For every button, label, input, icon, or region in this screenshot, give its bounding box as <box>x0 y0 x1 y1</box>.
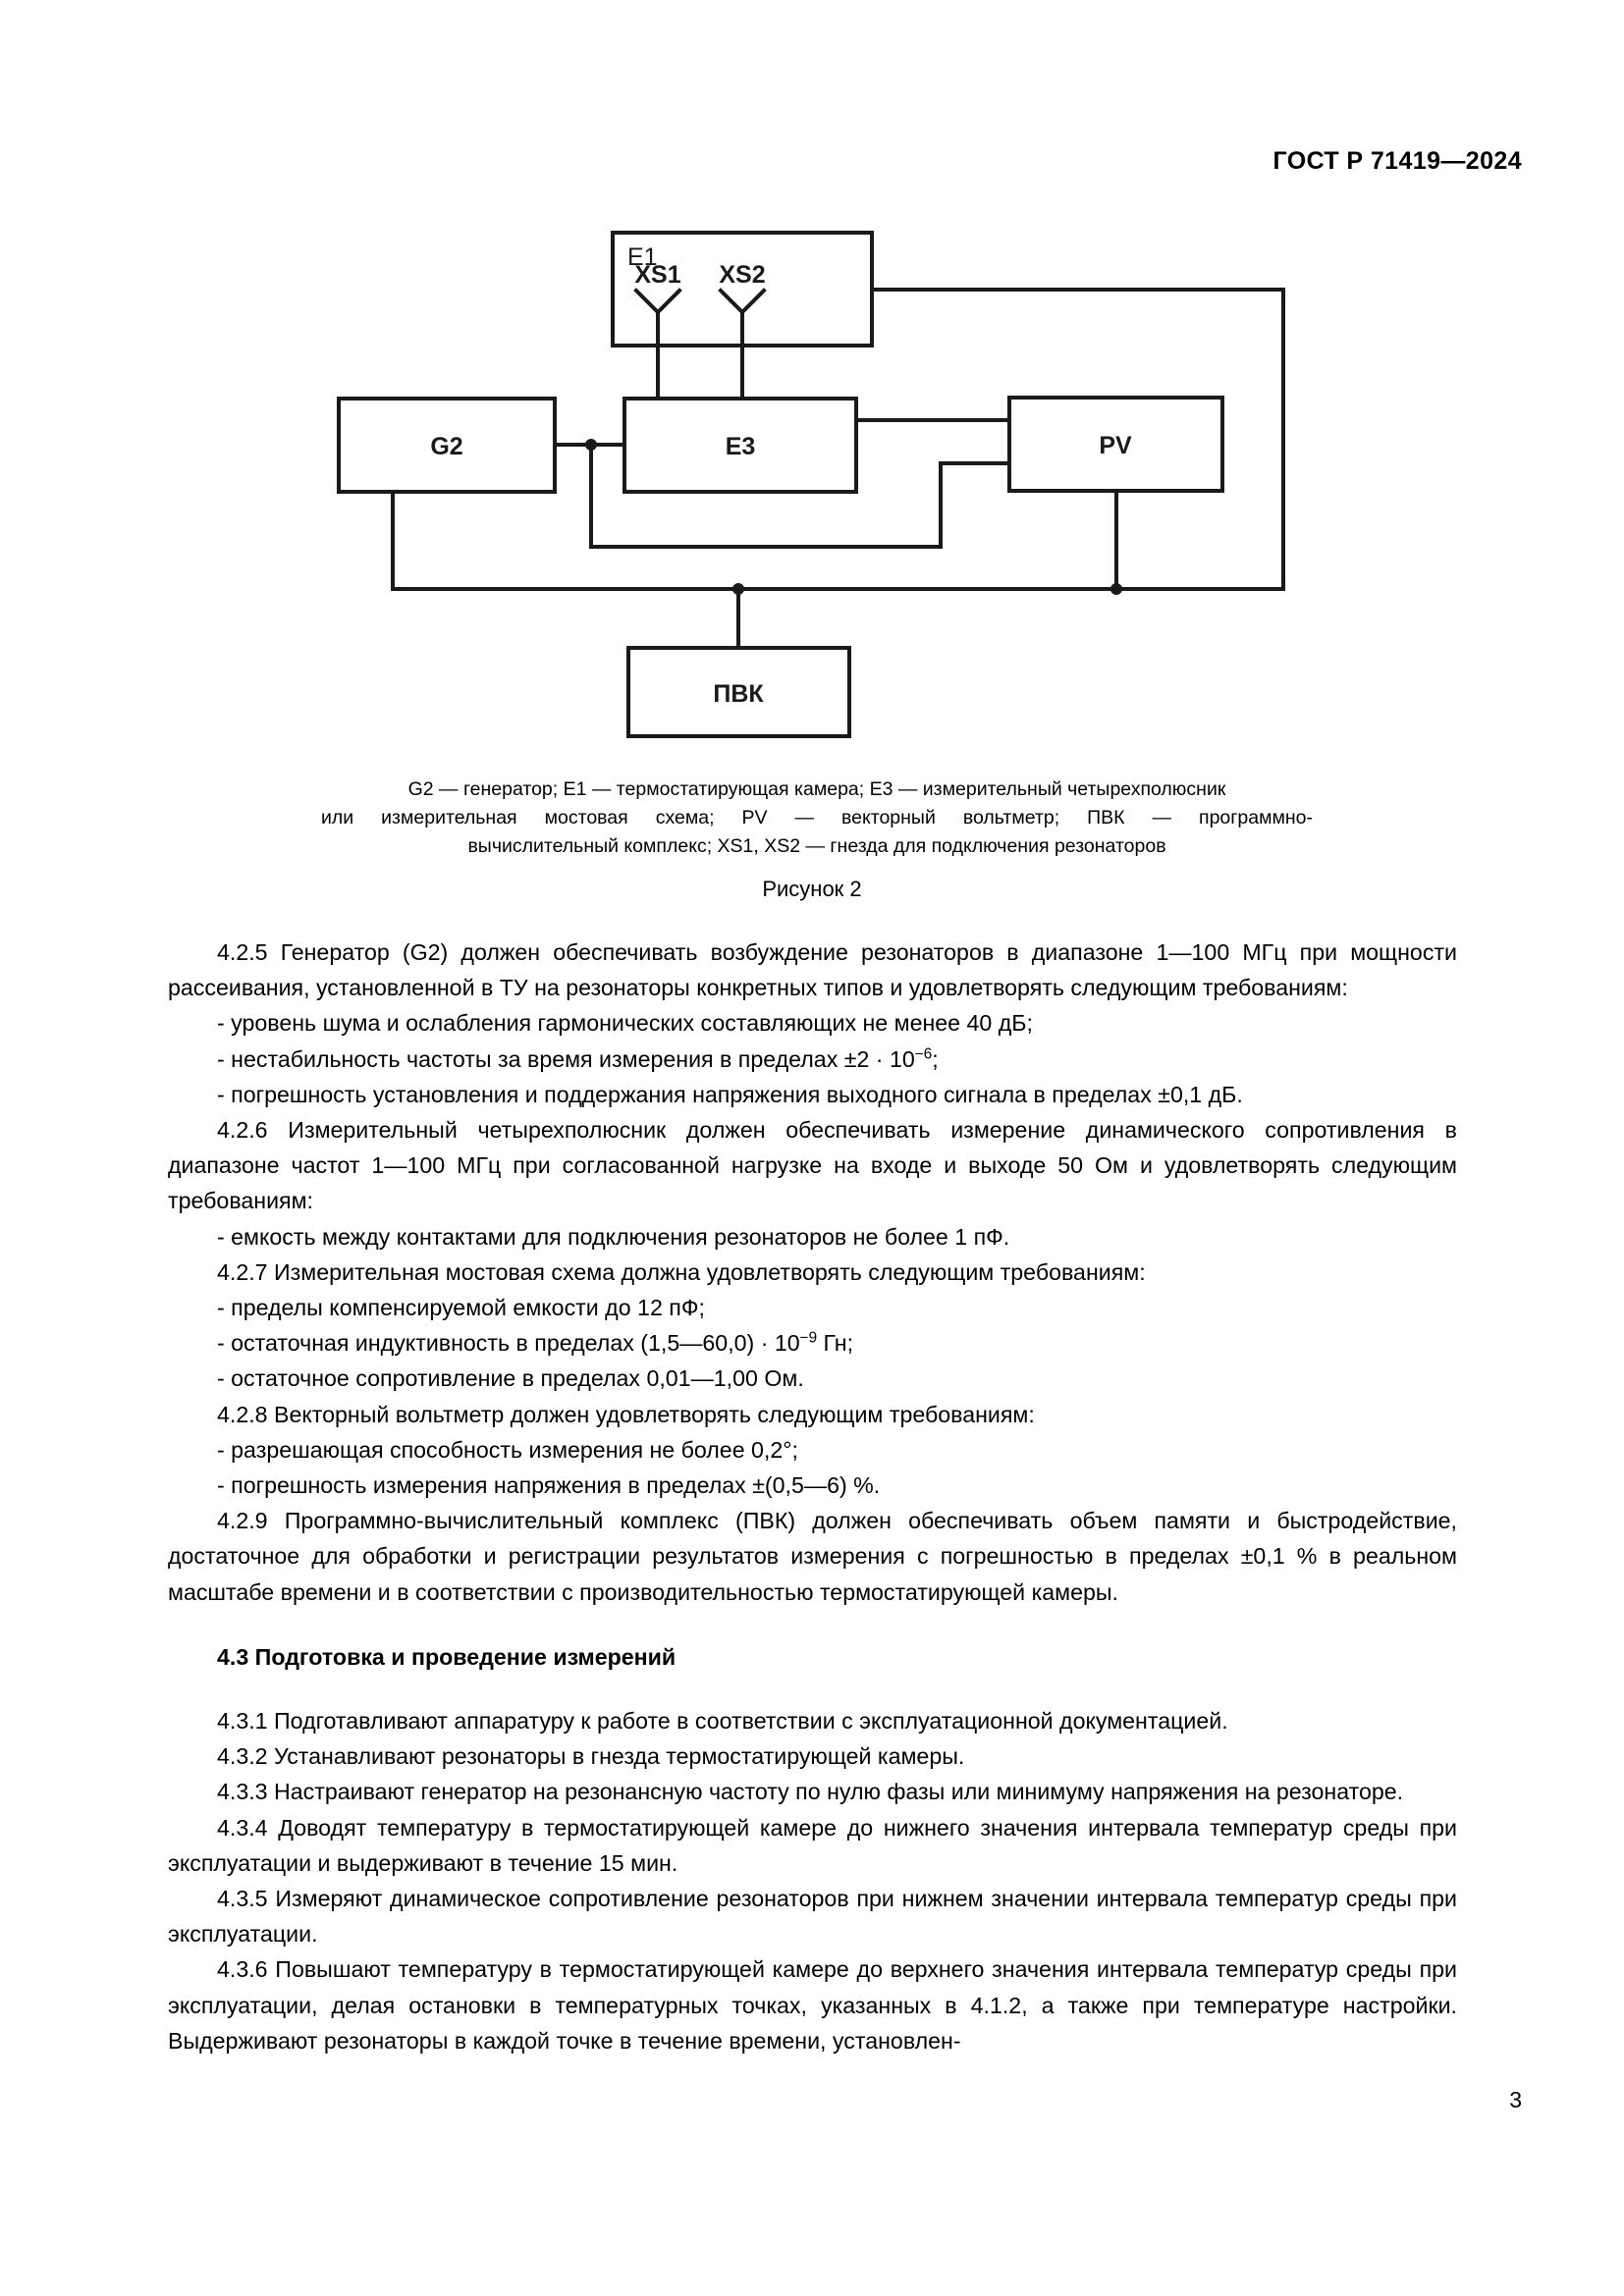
paragraph-4-2-6: 4.2.6 Измерительный четырехполюсник долж… <box>168 1117 1457 1214</box>
figure-number-caption: Рисунок 2 <box>762 877 862 901</box>
paragraph-4-2-5: 4.2.5 Генератор (G2) должен обеспечивать… <box>168 939 1457 1001</box>
bullet-4-2-7-2-tail: Гн; <box>817 1330 854 1357</box>
document-body: 4.2.5 Генератор (G2) должен обеспечивать… <box>168 934 1457 2058</box>
paragraph-4-3-4: 4.3.4 Доводят температуру в термостатиру… <box>168 1814 1457 1876</box>
bullet-4-2-5-2-exponent: −6 <box>914 1044 933 1062</box>
label-E3: E3 <box>726 433 756 460</box>
bullet-4-2-7-3: - остаточное сопротивление в пределах 0,… <box>217 1365 804 1392</box>
figure-legend-line-3: вычислительный комплекс; XS1, XS2 — гнез… <box>467 835 1166 857</box>
bullet-4-2-6-1: - емкость между контактами для подключен… <box>217 1223 1010 1250</box>
figure-2-block-diagram: E1 XS1 XS2 G2 E3 PV ПВК <box>0 196 1624 766</box>
socket-XS2-icon <box>718 288 767 315</box>
wire-mid-rail-to-PV <box>939 461 1011 549</box>
bullet-4-2-8-2: - погрешность измерения напряжения в пре… <box>217 1472 881 1499</box>
bullet-4-2-7-2: - остаточная индуктивность в пределах (1… <box>168 1325 1457 1361</box>
bullet-4-2-5-2: - нестабильность частоты за время измере… <box>168 1041 1457 1077</box>
paragraph-4-3-3: 4.3.3 Настраивают генератор на резонансн… <box>217 1779 1404 1805</box>
socket-XS1-icon <box>633 288 682 315</box>
wire-E3-junction-to-PV-lower <box>589 443 943 549</box>
bullet-4-2-7-2-text: - остаточная индуктивность в пределах (1… <box>217 1330 800 1357</box>
section-heading-4-3: 4.3 Подготовка и проведение измерений <box>217 1643 677 1670</box>
paragraph-4-2-9: 4.2.9 Программно-вычислительный комплекс… <box>168 1508 1457 1605</box>
bullet-4-2-5-1: - уровень шума и ослабления гармонически… <box>217 1010 1033 1037</box>
junction-dot-bus-PVK <box>732 583 744 595</box>
bullet-4-2-5-2-text: - нестабильность частоты за время измере… <box>217 1045 915 1072</box>
paragraph-4-2-8: 4.2.8 Векторный вольтметр должен удовлет… <box>217 1401 1035 1427</box>
bullet-4-2-7-1: - пределы компенсируемой емкости до 12 п… <box>217 1295 705 1321</box>
bullet-4-2-5-2-tail: ; <box>932 1045 939 1072</box>
figure-legend-line-2: или измерительная мостовая схема; PV — в… <box>321 807 1313 828</box>
label-PVK: ПВК <box>713 680 764 708</box>
paragraph-4-3-5: 4.3.5 Измеряют динамическое сопротивлени… <box>168 1886 1457 1948</box>
page-number: 3 <box>1509 2087 1522 2112</box>
label-E1: E1 <box>627 243 658 271</box>
paragraph-4-3-1: 4.3.1 Подготавливают аппаратуру к работе… <box>217 1708 1228 1735</box>
wire-E1-to-bottom-bus <box>870 288 1285 591</box>
label-G2: G2 <box>430 433 462 460</box>
figure-legend: G2 — генератор; E1 — термостатирующая ка… <box>321 775 1313 861</box>
paragraph-4-2-7: 4.2.7 Измерительная мостовая схема должн… <box>217 1258 1146 1285</box>
figure-legend-line-1: G2 — генератор; E1 — термостатирующая ка… <box>407 778 1226 800</box>
junction-dot-G2-E3 <box>585 439 597 451</box>
paragraph-4-3-2: 4.3.2 Устанавливают резонаторы в гнезда … <box>217 1743 965 1770</box>
bullet-4-2-8-1: - разрешающая способность измерения не б… <box>217 1436 798 1463</box>
block-diagram-svg: E1 XS1 XS2 G2 E3 PV ПВК <box>337 231 1285 738</box>
bullet-4-2-7-2-exponent: −9 <box>799 1329 818 1347</box>
junction-dot-bus-PV <box>1110 583 1122 595</box>
standard-header: ГОСТ Р 71419—2024 <box>1272 147 1522 175</box>
block-PVK <box>626 646 851 738</box>
label-XS2: XS2 <box>719 261 765 289</box>
bullet-4-2-5-3: - погрешность установления и поддержания… <box>217 1081 1243 1107</box>
paragraph-4-3-6: 4.3.6 Повышают температуру в термостатир… <box>168 1956 1457 2054</box>
label-PV: PV <box>1099 432 1132 459</box>
label-XS1: XS1 <box>634 261 680 289</box>
